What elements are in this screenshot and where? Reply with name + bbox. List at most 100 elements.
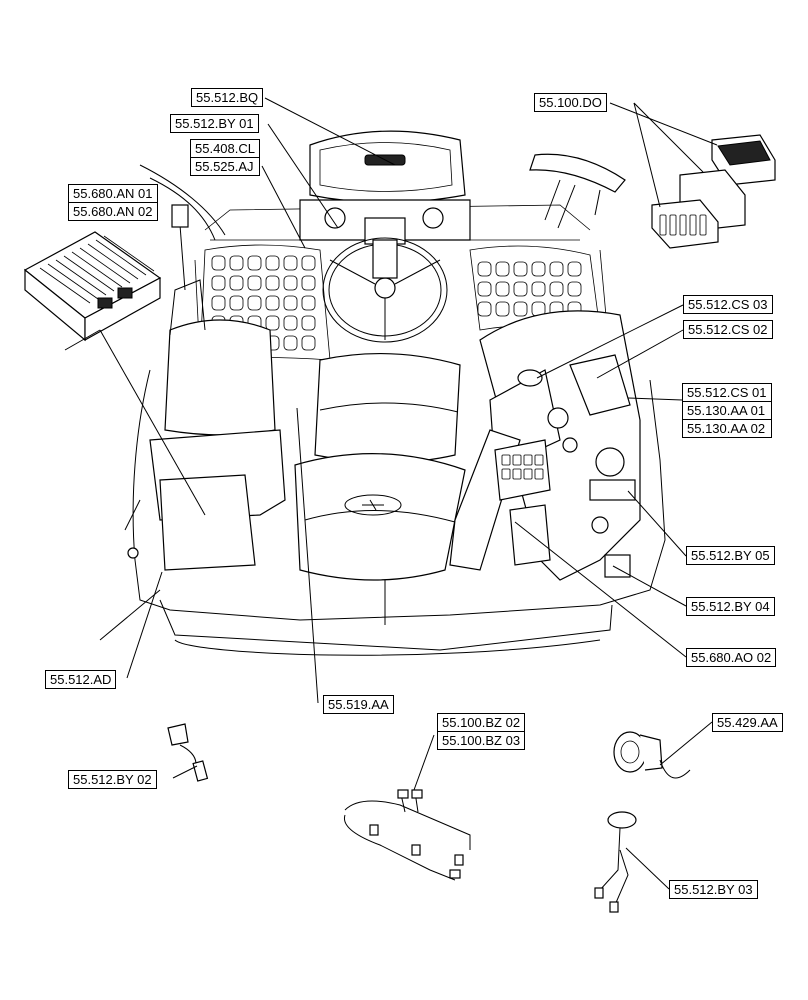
interior-light <box>613 731 691 779</box>
detail-mark <box>477 281 492 297</box>
ecu-fin <box>87 243 139 280</box>
detail-mark <box>699 214 707 236</box>
callout-55-512-by02[interactable]: 55.512.BY 02 <box>68 770 157 789</box>
detail-mark <box>534 468 544 480</box>
callout-55-512-by04[interactable]: 55.512.BY 04 <box>686 597 775 616</box>
detail-mark <box>523 454 533 466</box>
detail-mark <box>679 214 687 236</box>
detail-mark <box>531 281 546 297</box>
callout-55-512-bq[interactable]: 55.512.BQ <box>191 88 264 107</box>
callout-55-408-cl-55-525-aj[interactable]: 55.408.CL 55.525.AJ <box>190 139 260 176</box>
callout-label: 55.512.BY 03 <box>674 882 753 897</box>
callout-55-519-aa[interactable]: 55.519.AA <box>323 695 394 714</box>
detail-mark <box>301 335 316 351</box>
detail-mark <box>534 454 544 466</box>
ecu-fin <box>103 235 155 272</box>
detail-mark <box>523 468 533 480</box>
steering-wheel <box>322 237 448 343</box>
callout-55-512-by05[interactable]: 55.512.BY 05 <box>686 546 775 565</box>
callout-label: 55.512.BY 04 <box>691 599 770 614</box>
callout-label: 55.512.BY 02 <box>73 772 152 787</box>
detail-mark <box>567 281 582 297</box>
callout-55-680-an[interactable]: 55.680.AN 01 55.680.AN 02 <box>68 184 158 221</box>
detail-mark <box>247 295 262 311</box>
harness-bz <box>343 789 471 881</box>
detail-mark <box>229 275 244 291</box>
detail-mark <box>513 301 528 317</box>
detail-mark <box>659 214 667 236</box>
detail-mark <box>549 281 564 297</box>
callout-label: 55.512.CS 03 <box>688 297 768 312</box>
callout-label: 55.519.AA <box>328 697 389 712</box>
detail-mark <box>495 261 510 277</box>
ecu-fin <box>47 263 99 300</box>
detail-mark <box>301 295 316 311</box>
callout-label: 55.512.BY 01 <box>175 116 254 131</box>
detail-mark <box>477 301 492 317</box>
callout-label: 55.512.AD <box>50 672 112 687</box>
sensor-by02 <box>167 723 209 782</box>
callout-55-512-cs03[interactable]: 55.512.CS 03 <box>683 295 773 314</box>
callout-55-512-ad[interactable]: 55.512.AD <box>45 670 117 689</box>
callout-label: 55.130.AA 02 <box>683 419 771 437</box>
callout-label: 55.408.CL <box>195 141 255 156</box>
ecu-fin <box>79 247 131 284</box>
detail-mark <box>301 255 316 271</box>
rear-view-mirror <box>529 153 626 216</box>
callout-label: 55.429.AA <box>717 715 778 730</box>
detail-mark <box>283 315 298 331</box>
callout-55-512-cs02[interactable]: 55.512.CS 02 <box>683 320 773 339</box>
operator-seat <box>294 352 466 625</box>
callout-label: 55.680.AO 02 <box>691 650 772 665</box>
callout-55-512-cs01-55-130-aa[interactable]: 55.512.CS 01 55.130.AA 01 55.130.AA 02 <box>682 383 772 438</box>
detail-mark <box>211 275 226 291</box>
fuse-relay-boxes <box>651 134 776 249</box>
ecu-module <box>23 231 162 342</box>
left-seat <box>124 204 286 571</box>
detail-mark <box>501 468 511 480</box>
detail-mark <box>265 255 280 271</box>
detail-mark <box>513 261 528 277</box>
detail-mark <box>513 281 528 297</box>
ecu-fin <box>39 267 91 304</box>
ecu-fin <box>55 259 107 296</box>
detail-mark <box>265 295 280 311</box>
detail-mark <box>265 275 280 291</box>
detail-mark <box>283 275 298 291</box>
callout-label: 55.512.CS 01 <box>687 385 767 400</box>
detail-mark <box>549 261 564 277</box>
ecu-fin <box>95 239 147 276</box>
ecu-fin <box>71 251 123 288</box>
callout-label: 55.100.BZ 02 <box>442 715 521 730</box>
callout-55-100-do[interactable]: 55.100.DO <box>534 93 607 112</box>
instrument-cluster <box>299 130 471 245</box>
leader-lines <box>64 97 718 890</box>
callout-55-512-by01[interactable]: 55.512.BY 01 <box>170 114 259 133</box>
callout-55-680-ao02[interactable]: 55.680.AO 02 <box>686 648 777 667</box>
detail-mark <box>283 255 298 271</box>
detail-mark <box>301 315 316 331</box>
detail-mark <box>512 468 522 480</box>
detail-mark <box>477 261 492 277</box>
callout-label: 55.512.BQ <box>196 90 259 105</box>
detail-mark <box>689 214 697 236</box>
callout-55-512-by03[interactable]: 55.512.BY 03 <box>669 880 758 899</box>
detail-mark <box>512 454 522 466</box>
ecu-fin <box>63 255 115 292</box>
callout-label: 55.512.BY 05 <box>691 548 770 563</box>
detail-mark <box>501 454 511 466</box>
detail-mark <box>495 301 510 317</box>
callout-label: 55.680.AN 01 <box>73 186 153 201</box>
detail-mark <box>211 295 226 311</box>
callout-label: 55.100.BZ 03 <box>438 731 525 749</box>
socket-by03 <box>594 811 637 913</box>
callout-label: 55.680.AN 02 <box>69 202 157 220</box>
callout-label: 55.512.CS 02 <box>688 322 768 337</box>
callout-55-429-aa[interactable]: 55.429.AA <box>712 713 783 732</box>
callout-label: 55.525.AJ <box>191 157 259 175</box>
callout-label: 55.100.DO <box>539 95 602 110</box>
detail-mark <box>229 255 244 271</box>
detail-mark <box>211 255 226 271</box>
detail-mark <box>229 295 244 311</box>
callout-55-100-bz[interactable]: 55.100.BZ 02 55.100.BZ 03 <box>437 713 526 750</box>
